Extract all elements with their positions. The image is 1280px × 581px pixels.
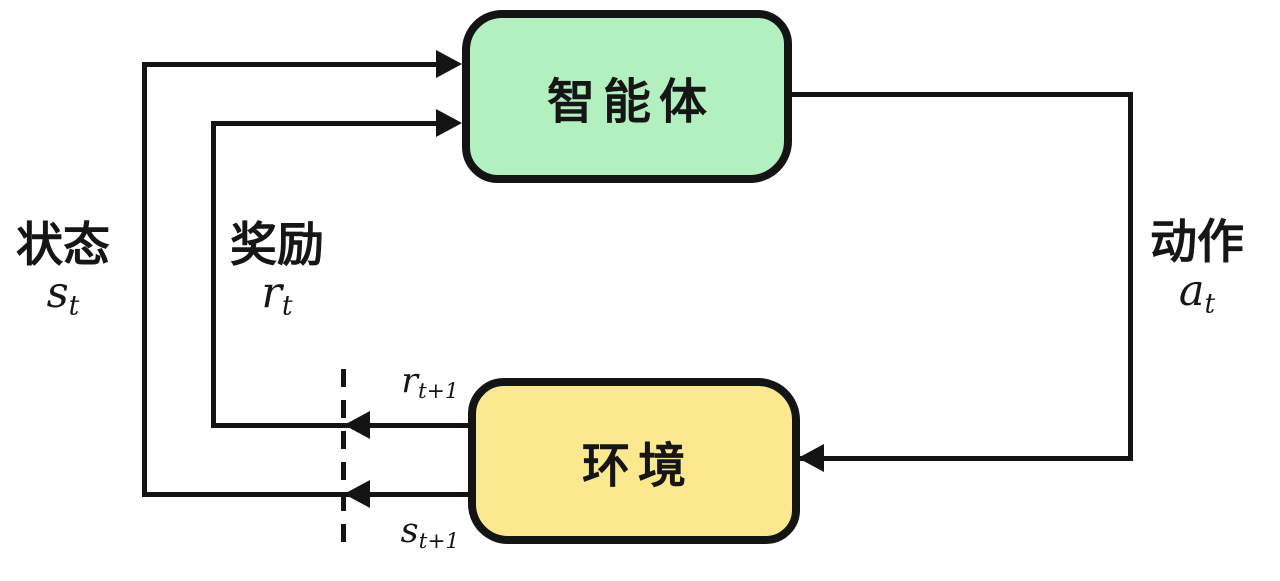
- action-line-top: [790, 92, 1133, 97]
- action-label: 动作: [1150, 215, 1244, 270]
- action-symbol-subscript: t: [1204, 288, 1216, 320]
- reward-symbol-subscript: t: [281, 290, 293, 322]
- reward-symbol-base: r: [261, 268, 282, 318]
- environment-node-label: 环境: [581, 438, 694, 494]
- state-symbol-base: s: [46, 268, 69, 318]
- agent-node: 智能体: [462, 10, 792, 183]
- next-state-symbol: st+1: [380, 514, 480, 553]
- environment-node: 环境: [468, 378, 800, 544]
- state-label: 状态: [16, 218, 110, 273]
- action-line-bottom: [798, 456, 1133, 461]
- next-state-arrowhead-icon: [344, 480, 370, 508]
- action-symbol-base: a: [1178, 266, 1205, 316]
- action-into-env-arrowhead-icon: [798, 444, 824, 472]
- agent-node-label: 智能体: [546, 73, 715, 130]
- state-line-vertical: [142, 62, 147, 497]
- state-symbol: st: [4, 272, 122, 320]
- state-into-agent-arrowhead-icon: [436, 50, 462, 78]
- reward-line-top: [211, 121, 442, 126]
- state-line-top: [142, 62, 442, 67]
- reward-label: 奖励: [230, 218, 324, 273]
- action-symbol: at: [1140, 270, 1254, 318]
- next-reward-symbol-base: r: [401, 361, 419, 401]
- next-reward-line-bottom: [211, 423, 468, 428]
- next-state-line-bottom: [142, 492, 468, 497]
- next-reward-arrowhead-icon: [344, 411, 370, 439]
- next-reward-symbol: rt+1: [380, 364, 480, 403]
- state-symbol-subscript: t: [68, 290, 80, 322]
- next-state-symbol-subscript: t+1: [418, 529, 460, 555]
- reward-into-agent-arrowhead-icon: [436, 109, 462, 137]
- next-state-symbol-base: s: [400, 511, 419, 551]
- reward-symbol: rt: [220, 272, 334, 320]
- next-reward-symbol-subscript: t+1: [418, 379, 459, 405]
- time-step-boundary-dashed-line: [341, 369, 346, 542]
- reward-line-vertical: [211, 121, 216, 428]
- action-line-vertical: [1128, 92, 1133, 461]
